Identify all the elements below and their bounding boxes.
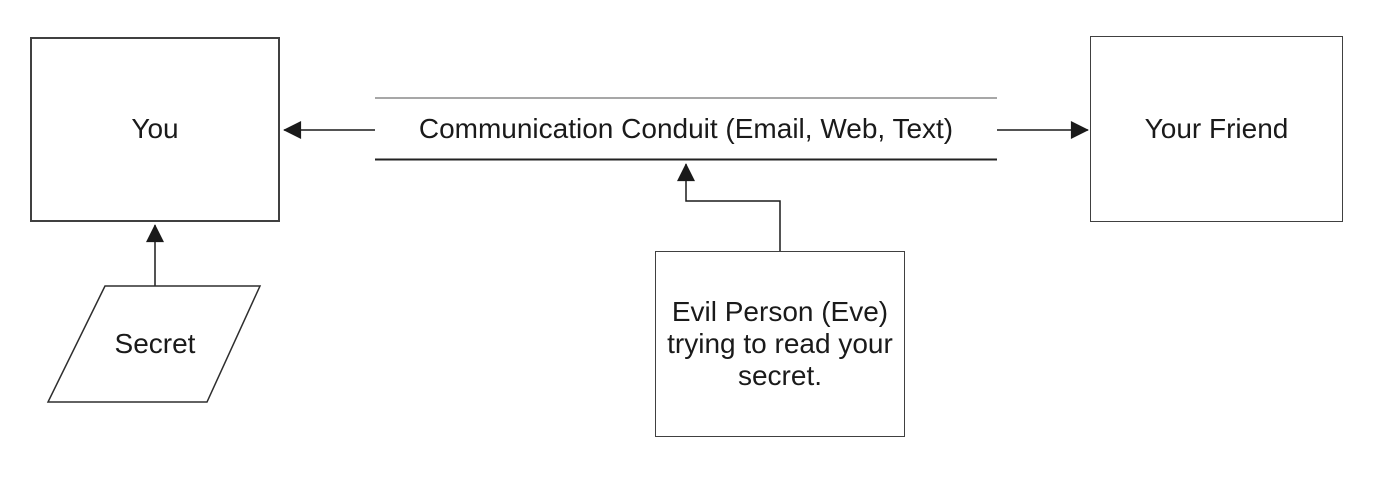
your-friend-node: Your Friend — [1090, 36, 1343, 222]
secret-node: Secret — [55, 286, 255, 402]
connector-eve-to-conduit — [677, 163, 781, 251]
eve-node: Evil Person (Eve) trying to read your se… — [655, 251, 905, 437]
conduit-channel-label: Communication Conduit (Email, Web, Text) — [375, 99, 997, 159]
conduit-label-text: Communication Conduit (Email, Web, Text) — [418, 113, 954, 144]
secret-node-label: Secret — [114, 328, 196, 359]
you-node-label: You — [131, 113, 179, 145]
eve-node-label: Evil Person (Eve) trying to read your se… — [667, 295, 893, 392]
secret-parallelogram-shape — [46, 285, 262, 403]
your-friend-node-label: Your Friend — [1144, 112, 1289, 144]
you-node: You — [30, 37, 280, 222]
